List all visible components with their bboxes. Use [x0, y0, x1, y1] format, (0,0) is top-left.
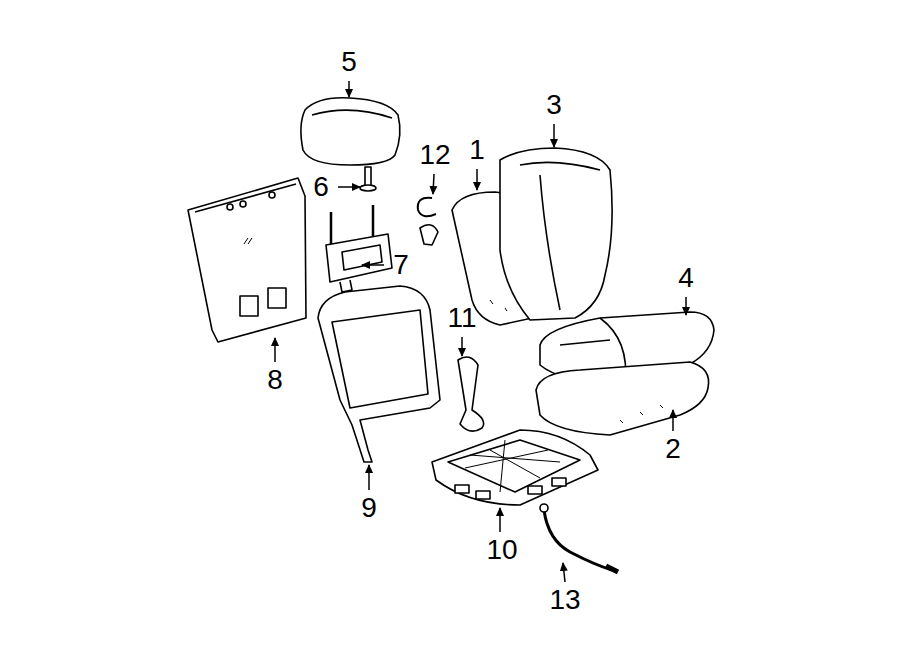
callout-number: 4 — [676, 262, 696, 294]
callout-number: 9 — [359, 492, 379, 524]
callout-number: 7 — [391, 249, 411, 281]
callout-number: 8 — [265, 364, 285, 396]
callout-number: 5 — [339, 46, 359, 78]
callout-number: 3 — [544, 89, 564, 121]
callout-number: 12 — [417, 139, 452, 171]
leader-arrows — [275, 81, 686, 582]
callout-number: 6 — [311, 171, 331, 203]
callout-number: 13 — [547, 584, 582, 616]
callout-number: 10 — [484, 534, 519, 566]
callout-number: 1 — [467, 134, 487, 166]
callout-number: 2 — [663, 433, 683, 465]
seat-parts — [188, 98, 714, 572]
callout-number: 11 — [445, 302, 478, 334]
